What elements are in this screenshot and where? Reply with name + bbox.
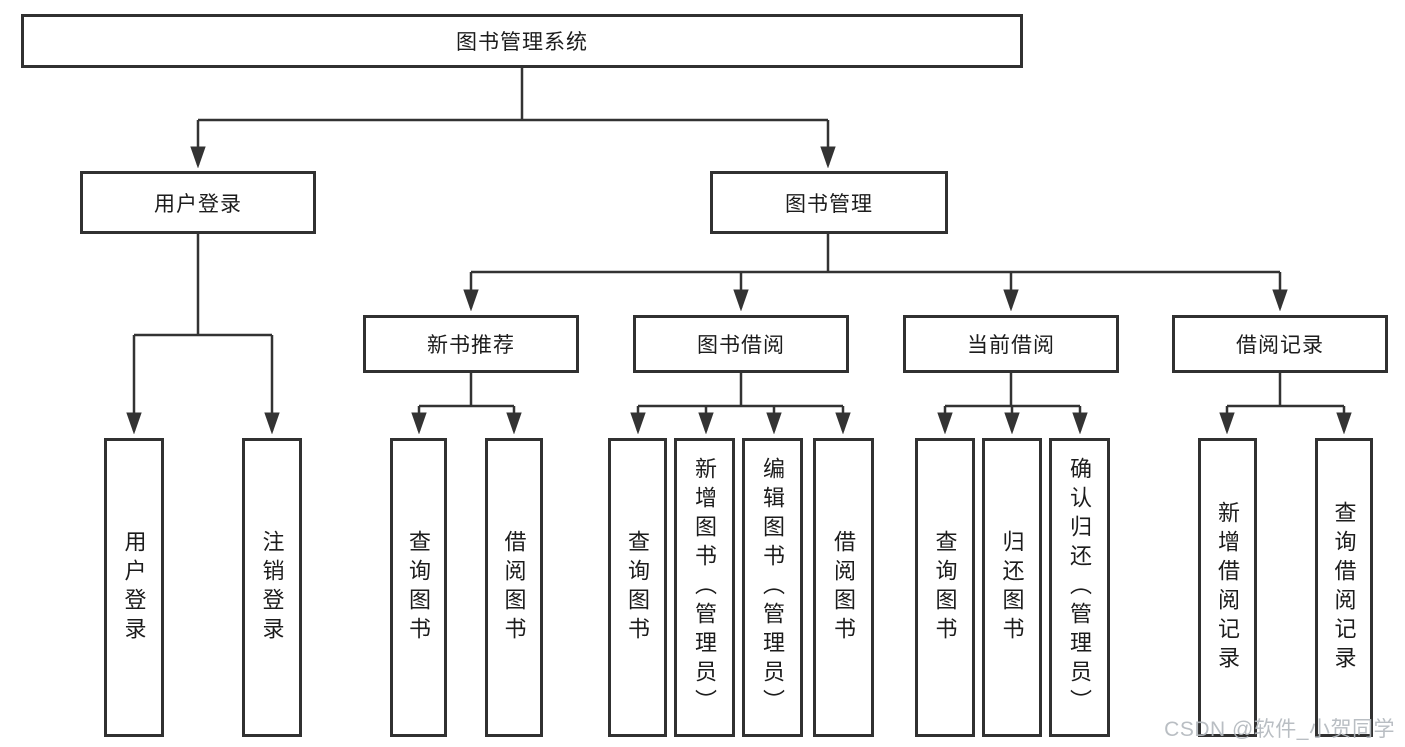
- node-book-management: 图书管理: [710, 171, 948, 234]
- node-label: 查询图书: [406, 529, 432, 646]
- leaf-return-books: 归还图书: [982, 438, 1042, 737]
- node-label: 用户登录: [154, 192, 242, 216]
- node-label: 确认归还（管理员）: [1067, 457, 1093, 718]
- node-label: 查询图书: [625, 529, 651, 646]
- leaf-add-books-admin: 新增图书（管理员）: [674, 438, 735, 737]
- node-borrowing-records: 借阅记录: [1172, 315, 1388, 373]
- leaf-edit-books-admin: 编辑图书（管理员）: [742, 438, 803, 737]
- node-label: 图书管理系统: [456, 31, 588, 54]
- node-label: 图书借阅: [697, 334, 785, 357]
- leaf-confirm-return-admin: 确认归还（管理员）: [1049, 438, 1110, 737]
- leaf-borrow-books: 借阅图书: [813, 438, 874, 737]
- leaf-borrow-books: 借阅图书: [485, 438, 543, 737]
- node-current-borrowing: 当前借阅: [903, 315, 1119, 373]
- node-label: 借阅记录: [1236, 334, 1324, 357]
- node-label: 新增借阅记录: [1215, 500, 1241, 675]
- leaf-logout: 注销登录: [242, 438, 302, 737]
- node-label: 查询借阅记录: [1331, 500, 1357, 675]
- node-label: 图书管理: [785, 192, 873, 216]
- node-book-borrowing: 图书借阅: [633, 315, 849, 373]
- node-label: 归还图书: [999, 529, 1025, 646]
- node-label: 借阅图书: [831, 529, 857, 646]
- csdn-watermark: CSDN @软件_小贺同学: [1164, 718, 1395, 741]
- leaf-query-books: 查询图书: [390, 438, 447, 737]
- leaf-add-borrow-record: 新增借阅记录: [1198, 438, 1257, 737]
- leaf-query-borrow-record: 查询借阅记录: [1315, 438, 1373, 737]
- node-user-login: 用户登录: [80, 171, 316, 234]
- node-label: 借阅图书: [501, 529, 527, 646]
- leaf-user-login: 用户登录: [104, 438, 164, 737]
- node-label: 新书推荐: [427, 334, 515, 357]
- node-label: 新增图书（管理员）: [692, 457, 718, 718]
- leaf-query-books: 查询图书: [608, 438, 667, 737]
- node-library-management-system: 图书管理系统: [21, 14, 1023, 68]
- connector-group: [134, 68, 1344, 431]
- node-label: 用户登录: [121, 529, 147, 646]
- node-label: 查询图书: [932, 529, 958, 646]
- node-new-book-recommend: 新书推荐: [363, 315, 579, 373]
- node-label: 当前借阅: [967, 334, 1055, 357]
- node-label: 注销登录: [259, 529, 285, 646]
- node-label: 编辑图书（管理员）: [760, 457, 786, 718]
- leaf-query-books: 查询图书: [915, 438, 975, 737]
